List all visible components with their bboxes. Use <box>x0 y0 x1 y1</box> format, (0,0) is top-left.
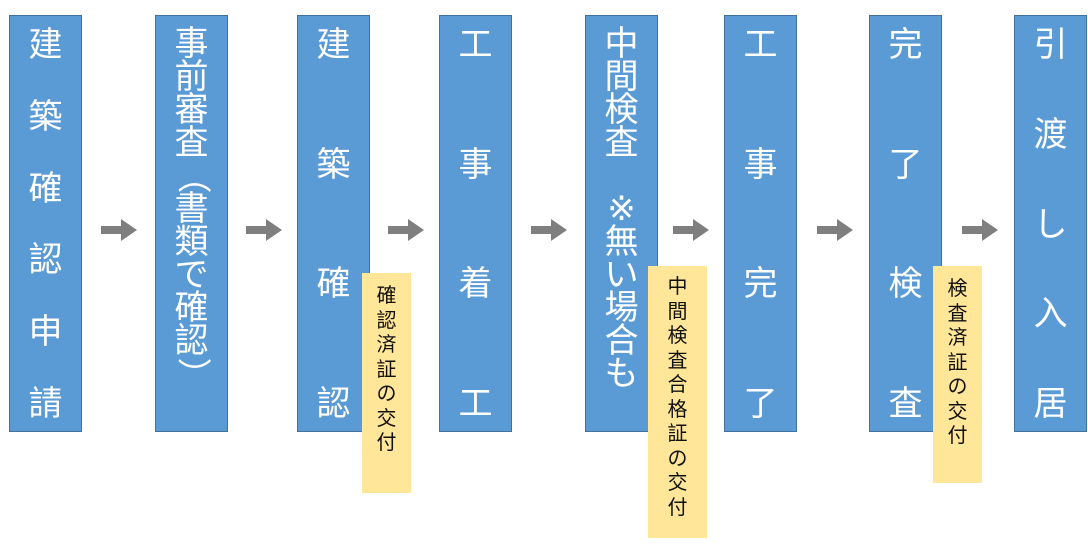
note-char: 交 <box>947 398 968 423</box>
step-char: も <box>604 354 639 394</box>
step-char: 入 <box>1033 294 1068 335</box>
step-char: 請 <box>28 383 63 424</box>
arrow-right-icon <box>817 219 853 241</box>
note-char: 交 <box>376 405 397 430</box>
step-char: で <box>174 255 209 295</box>
note-char: 間 <box>667 298 688 323</box>
step-construction-completion: 工 事 完 了 <box>724 15 797 432</box>
note-char: 交 <box>667 470 688 494</box>
step-char: 確 <box>28 168 63 209</box>
step-handover-move-in: 引 渡 し 入 居 <box>1014 15 1087 432</box>
step-char: 居 <box>1033 384 1068 424</box>
step-char: （ <box>172 159 212 194</box>
step-char: 場 <box>604 288 639 328</box>
note-char: 確 <box>376 283 397 307</box>
note-inspection-certificate: 検 査 済 証 の 交 付 <box>933 266 982 483</box>
step-char: 前 <box>174 57 209 97</box>
step-char: 検 <box>604 90 639 130</box>
step-pre-review: 事 前 審 査 （ 書 類 で 確 認 ） <box>155 15 228 432</box>
note-char: 格 <box>667 396 688 421</box>
note-confirmation-certificate: 確 認 済 証 の 交 付 <box>362 273 411 493</box>
step-char: 無 <box>604 222 639 262</box>
step-char: 書 <box>174 189 209 229</box>
note-char: 付 <box>376 430 397 454</box>
step-char: 完 <box>888 25 923 65</box>
step-char: 工 <box>458 383 493 424</box>
step-char: 中 <box>604 24 639 64</box>
note-char: の <box>667 445 688 470</box>
step-char: 建 <box>316 25 351 65</box>
step-char: 引 <box>1033 25 1068 65</box>
arrow-right-icon <box>962 219 998 241</box>
note-char: 証 <box>667 421 688 445</box>
step-char: 合 <box>604 321 639 361</box>
note-char: 合 <box>667 372 688 396</box>
step-char: 認 <box>28 240 63 281</box>
step-char: 検 <box>888 264 923 305</box>
step-char: 工 <box>743 25 778 65</box>
step-building-confirmation-application: 建 築 確 認 申 請 <box>9 15 82 432</box>
step-char: 事 <box>174 24 209 64</box>
step-char: 工 <box>458 25 493 65</box>
step-char: ） <box>172 357 212 392</box>
step-char: 渡 <box>1033 114 1068 155</box>
step-construction-start: 工 事 着 工 <box>439 15 512 432</box>
note-char: 検 <box>667 323 688 347</box>
step-char: 申 <box>28 312 63 353</box>
note-char: 認 <box>376 307 397 332</box>
note-char: 査 <box>667 347 688 372</box>
step-char: 査 <box>174 123 209 163</box>
step-char: 築 <box>28 96 63 137</box>
step-char: 審 <box>174 90 209 130</box>
step-char: 完 <box>743 264 778 305</box>
step-char: 了 <box>743 383 778 424</box>
note-char: の <box>376 381 397 405</box>
step-building-confirmation: 建 築 確 認 <box>297 15 370 432</box>
note-char: 中 <box>667 274 688 298</box>
arrow-right-icon <box>673 219 709 241</box>
step-char: 事 <box>458 144 493 185</box>
step-char: い <box>604 255 639 295</box>
step-completion-inspection: 完 了 検 査 <box>869 15 942 432</box>
step-char: 建 <box>28 25 63 65</box>
step-char: 事 <box>743 144 778 185</box>
step-char: 確 <box>316 264 351 305</box>
step-char: 査 <box>604 123 639 163</box>
step-char: 類 <box>174 222 209 262</box>
arrow-right-icon <box>388 219 424 241</box>
step-char: ※ <box>607 189 636 229</box>
note-char: 付 <box>667 494 688 519</box>
step-char: し <box>1033 204 1068 245</box>
arrow-right-icon <box>246 219 282 241</box>
arrow-right-icon <box>531 219 567 241</box>
note-char: 証 <box>947 349 968 374</box>
step-char: 間 <box>604 57 639 97</box>
step-char: 査 <box>888 383 923 424</box>
note-char: 証 <box>376 356 397 381</box>
step-char: 着 <box>458 264 493 305</box>
note-char: 付 <box>947 423 968 447</box>
step-char: 認 <box>316 383 351 424</box>
step-interim-inspection: 中 間 検 査 ※ 無 い 場 合 も <box>585 15 658 432</box>
note-char: 査 <box>947 300 968 325</box>
step-char: 築 <box>316 144 351 185</box>
note-char: 検 <box>947 276 968 300</box>
step-char: 確 <box>174 288 209 328</box>
note-interim-inspection-pass-certificate: 中 間 検 査 合 格 証 の 交 付 <box>648 266 707 538</box>
step-char: 了 <box>888 144 923 185</box>
step-char: 認 <box>174 321 209 361</box>
arrow-right-icon <box>101 219 137 241</box>
note-char: 済 <box>376 332 397 356</box>
note-char: の <box>947 374 968 398</box>
note-char: 済 <box>947 325 968 349</box>
